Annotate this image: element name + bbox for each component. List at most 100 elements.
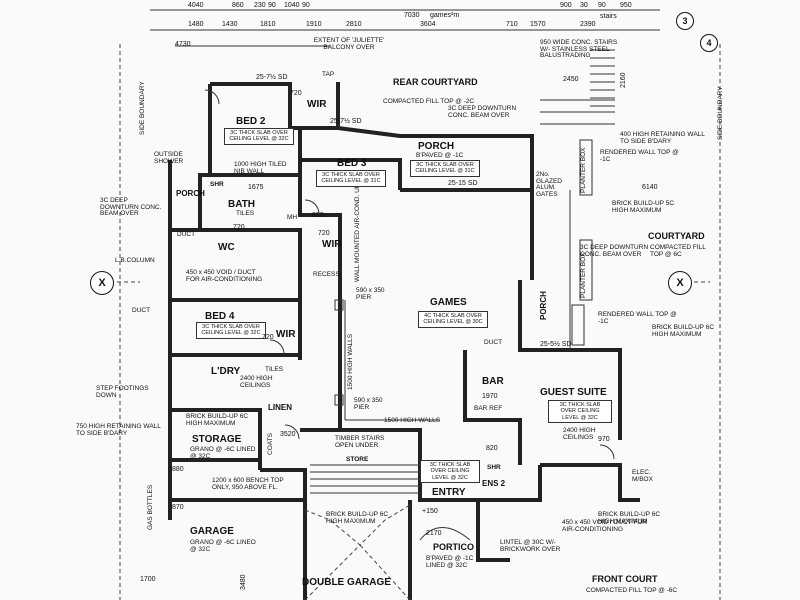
note-ceilings: 2400 HIGH CEILINGS [563, 427, 596, 441]
note-downturn-2: 3C DEEP DOWNTURN CONC. BEAM OVER [580, 244, 649, 258]
section-marker-4: 4 [700, 34, 718, 52]
top-dim: 90 [598, 2, 606, 9]
note-balcony: EXTENT OF 'JULIETTE' BALCONY OVER [313, 37, 385, 51]
note-timber-stairs: TIMBER STAIRS OPEN UNDER [335, 435, 385, 449]
dim: 3520 [280, 431, 296, 438]
note-tiles: TILES [236, 210, 255, 217]
note-brick-6c-front: BRICK BUILD-UP 6C HIGH MAXIMUM [598, 511, 661, 525]
dim: 25-15 SD [448, 180, 478, 187]
dim: 25-7½ SD [330, 118, 362, 125]
top-dim: 1910 [306, 21, 322, 28]
dim: +150 [422, 508, 438, 515]
note-gas-bottles: GAS BOTTLES [147, 484, 154, 530]
room-courtyard: COURTYARD [648, 231, 705, 241]
note-slab-games: 4C THICK SLAB OVER CEILING LEVEL @ 30C [418, 311, 488, 328]
note-retaining-750: 750 HIGH RETAINING WALL TO SIDE B'DARY [76, 423, 161, 437]
room-wir: WIR [276, 329, 296, 340]
top-dim: 2390 [580, 21, 596, 28]
top-dim: 7030 [404, 12, 420, 19]
room-guest-suite: GUEST SUITE [540, 387, 607, 398]
dim: 25-5½ SD [540, 341, 572, 348]
top-dim: 30 [580, 2, 588, 9]
top-dim: 1570 [530, 21, 546, 28]
top-dim: 900 [560, 2, 572, 9]
room-bed-3: BED 3 [337, 158, 367, 169]
room-front-court: FRONT COURT [592, 574, 658, 584]
note-slab-porch: 3C THICK SLAB OVER CEILING LEVEL @ 31C [410, 160, 480, 177]
note-garage-floor: GRANO @ -6C LINEO @ 32C [190, 539, 256, 553]
dim: 1700 [140, 576, 156, 583]
top-dim: 1040 [284, 2, 300, 9]
room-bed-4: BED 4 [205, 311, 235, 322]
mh-label: MH [287, 214, 298, 221]
note-pier: 590 x 350 PIER [356, 287, 385, 301]
note-void: 450 x 450 VOID / DUCT FOR AIR-CONDITIONI… [186, 269, 263, 283]
dim: 880 [172, 466, 184, 473]
dim: 2160 [620, 72, 627, 88]
top-dim: 1430 [222, 21, 238, 28]
note-brick-6c: BRICK BUILD-UP 6C HIGH MAXIMUM [652, 324, 715, 338]
side-boundary-label: SIDE BOUNDARY [717, 86, 724, 140]
note-planter-box: PLANTER BOX [580, 252, 587, 298]
dim: 820 [486, 445, 498, 452]
section-marker-3: 3 [676, 12, 694, 30]
room-garage: GARAGE [190, 526, 234, 537]
dim: 720 [233, 224, 245, 231]
note-tiled-wall: 1000 HIGH TILED NIB WALL [234, 161, 287, 175]
dim: 1970 [482, 393, 498, 400]
room-bath: BATH [228, 199, 256, 210]
note-tap: TAP [322, 71, 335, 78]
note-slab-guest: 3C THICK SLAB OVER CEILING LEVEL @ 32C [548, 400, 612, 423]
top-dim: 1480 [188, 21, 204, 28]
note-brick-5c: BRICK BUILD-UP 5C HIGH MAXIMUM [612, 200, 675, 214]
note-duct: DUCT [132, 307, 151, 314]
note-step-footings: STEP FOOTINGS DOWN [96, 385, 149, 399]
section-marker-x-left: X [90, 271, 114, 295]
top-dim: 230 [254, 2, 266, 9]
note-duct: DUCT [484, 339, 503, 346]
note-porch-paved: B'PAVED @ -1C [416, 152, 464, 159]
note-downturn-left: 3C DEEP DOWNTURN CONC. BEAM OVER [100, 197, 162, 217]
dim: 2450 [563, 76, 579, 83]
top-dim: 710 [506, 21, 518, 28]
room-bar: BAR [482, 376, 504, 387]
dim: 970 [598, 436, 610, 443]
note-gates: 2No. GLAZED ALUM. GATES [536, 171, 563, 198]
top-dim: 3604 [420, 21, 436, 28]
note-front-fill: COMPACTED FILL TOP @ -6C [586, 587, 678, 594]
dim: 870 [172, 504, 184, 511]
side-boundary-label: SIDE BOUNDARY [139, 81, 146, 135]
note-brick-hi-lite: BRICK BUILD-UP 6C HIGH MAXIMUM [326, 511, 389, 525]
room-portico: PORTICO [433, 542, 475, 552]
room-porch-side: PORCH [176, 189, 205, 198]
note-planter-box: PLANTER BOX [580, 147, 587, 193]
note-rendered-wall: RENDERED WALL TOP @ -1C [600, 149, 679, 163]
note-duct: DUCT [177, 231, 196, 238]
room-ens-2: ENS 2 [482, 479, 506, 488]
dim: 720 [262, 334, 274, 341]
top-dim: 950 [620, 2, 632, 9]
room-linen: LINEN [268, 403, 292, 412]
top-dim-note: stairs [600, 13, 617, 20]
note-rendered-wall-2: RENDERED WALL TOP @ -1C [598, 311, 677, 325]
note-slab-bed4: 3C THICK SLAB OVER CEILING LEVEL @ 32C [196, 322, 266, 339]
room-rear-courtyard: REAR COURTYARD [393, 77, 478, 87]
note-void-2: 450 x 450 VOID / DUCT FOR AIR-CONDITIONI… [562, 519, 648, 533]
note-stairs: 950 WIDE CONC. STAIRS W/- STAINLESS STEE… [540, 39, 618, 59]
dim: 4730 [175, 41, 191, 48]
dim: 1675 [248, 184, 264, 191]
note-slab-entry: 3C THICK SLAB OVER CEILING LEVEL @ 32C [420, 460, 480, 483]
room-shr: SHR [487, 464, 501, 471]
dim: 6140 [642, 184, 658, 191]
room-double-garage: DOUBLE GARAGE [302, 577, 391, 588]
note-high-walls-vert: 1500 HIGH WALLS [347, 333, 354, 390]
note-wall-unit: WALL MOUNTED AIR-COND. UNIT [354, 177, 361, 282]
dim: 25-7½ SD [256, 74, 288, 81]
top-dim: 90 [268, 2, 276, 9]
room-games: GAMES [430, 297, 467, 308]
top-dim: 1810 [260, 21, 276, 28]
dim: 820 [312, 212, 324, 219]
room-bar-ref: BAR REF [474, 405, 503, 412]
